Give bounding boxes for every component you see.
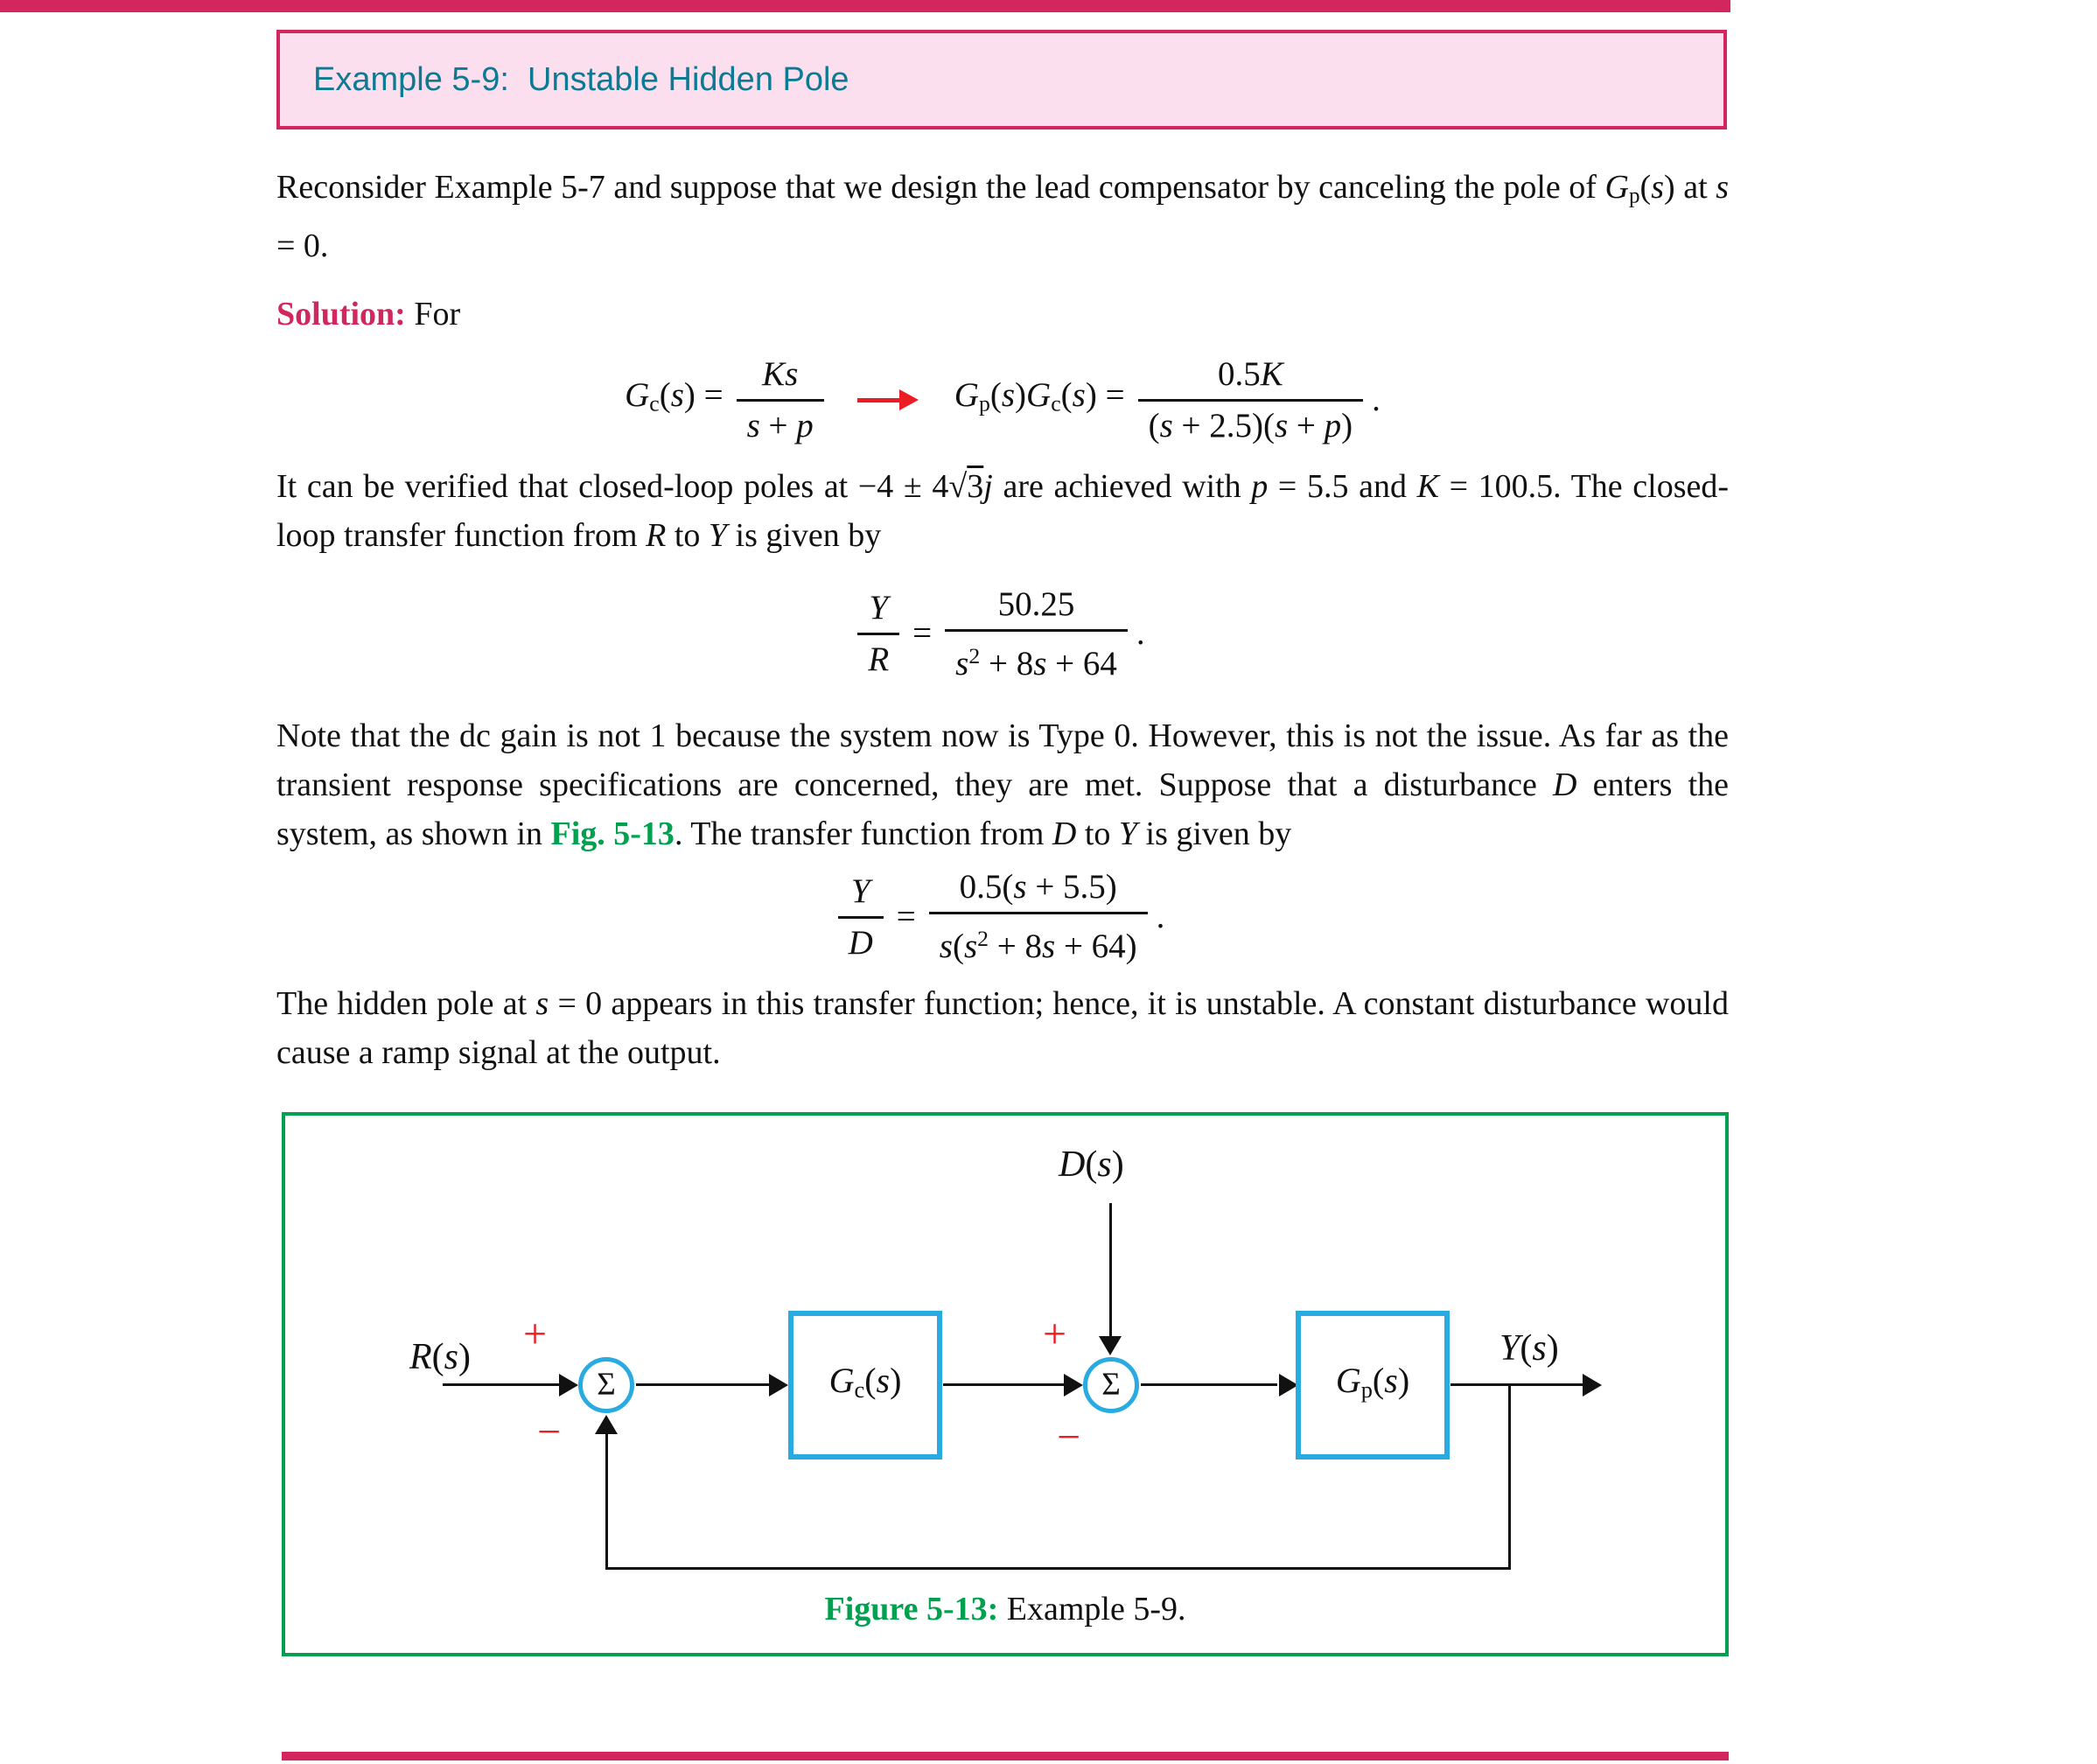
signal-line-junction2-to-gp xyxy=(1141,1383,1277,1387)
block-diagram: R(s) D(s) Y(s) + − + − xyxy=(285,1116,1725,1653)
paragraph-solution: Solution: For xyxy=(276,295,461,332)
implies-arrow-icon xyxy=(856,386,920,414)
arrowhead-icon xyxy=(1279,1374,1298,1397)
equation-compensator: Gc(s) = Ks s + p Gp(s)Gc(s) = 0.5K (s + … xyxy=(276,353,1729,448)
arrow-shaft xyxy=(856,398,903,403)
paragraph-intro: Reconsider Example 5-7 and suppose that … xyxy=(276,169,1730,264)
summing-junction-1: Σ xyxy=(578,1357,634,1414)
equation-disturbance: Y D = 0.5(s + 5.5) s(s2 + 8s + 64) . xyxy=(276,865,1729,969)
fraction-numerator: Y xyxy=(850,872,870,910)
compensator-block-label: Gc(s) xyxy=(828,1361,902,1404)
eq3-equals: = xyxy=(896,898,916,936)
minus-sign-junction1: − xyxy=(537,1409,562,1456)
content-column: Reconsider Example 5-7 and suppose that … xyxy=(276,163,1730,1657)
fraction-denominator: (s + 2.5)(s + p) xyxy=(1137,398,1364,448)
feedback-line-down xyxy=(1508,1385,1511,1571)
summing-junction-2: Σ xyxy=(1083,1357,1139,1414)
fraction-numerator: 50.25 xyxy=(997,584,1075,623)
eq2-period: . xyxy=(1136,614,1145,653)
plus-sign-junction1: + xyxy=(523,1311,548,1358)
eq2-equals: = xyxy=(912,614,933,653)
sigma-symbol: Σ xyxy=(1101,1367,1121,1404)
disturbance-label: D(s) xyxy=(1059,1144,1124,1186)
arrowhead-icon xyxy=(1583,1374,1602,1397)
fraction-numerator: 0.5(s + 5.5) xyxy=(959,868,1117,906)
fraction-denominator: D xyxy=(837,915,884,965)
eq2-lhs-fraction: Y R xyxy=(857,586,900,682)
fraction-numerator: Ks xyxy=(762,354,799,393)
example-header-box: Example 5-9: Unstable Hidden Pole xyxy=(276,30,1727,130)
paragraph-dc-gain: Note that the dc gain is not 1 because t… xyxy=(276,718,1730,853)
sigma-symbol: Σ xyxy=(597,1367,616,1404)
eq3-lhs-fraction: Y D xyxy=(837,870,884,965)
eq1-mid: Gp(s)Gc(s) = xyxy=(954,376,1125,416)
paragraph-hidden-pole: The hidden pole at s = 0 appears in this… xyxy=(276,985,1729,1072)
arrowhead-icon xyxy=(769,1374,788,1397)
signal-line-junction1-to-gc xyxy=(636,1383,771,1387)
signal-line-input xyxy=(443,1383,562,1387)
arrowhead-icon xyxy=(1064,1374,1083,1397)
plant-block-label: Gp(s) xyxy=(1335,1361,1410,1404)
minus-sign-junction2: − xyxy=(1057,1414,1081,1461)
plant-block: Gp(s) xyxy=(1296,1311,1450,1460)
signal-line-output xyxy=(1450,1383,1583,1387)
figure-5-13: R(s) D(s) Y(s) + − + − xyxy=(282,1112,1729,1657)
equation-closed-loop: Y R = 50.25 s2 + 8s + 64 . xyxy=(276,583,1729,686)
arrow-head xyxy=(898,389,919,411)
fraction-denominator: s(s2 + 8s + 64) xyxy=(928,912,1148,969)
eq1-fraction-2: 0.5K (s + 2.5)(s + p) xyxy=(1137,353,1364,448)
output-label: Y(s) xyxy=(1499,1328,1559,1369)
arrowhead-icon xyxy=(595,1415,618,1435)
figure-caption: Figure 5-13: Example 5-9. xyxy=(824,1591,1186,1628)
input-label: R(s) xyxy=(409,1337,472,1378)
compensator-block: Gc(s) xyxy=(788,1311,942,1460)
paragraph-verified: It can be verified that closed-loop pole… xyxy=(276,467,1730,554)
feedback-line-bottom xyxy=(606,1567,1511,1571)
fraction-denominator: R xyxy=(857,632,900,682)
top-accent-bar xyxy=(0,0,1730,12)
eq3-period: . xyxy=(1156,898,1165,936)
eq1-period: . xyxy=(1372,381,1381,419)
arrowhead-icon xyxy=(559,1374,578,1397)
fraction-numerator: 0.5K xyxy=(1217,354,1283,393)
bottom-accent-rule xyxy=(282,1752,1729,1760)
eq3-rhs-fraction: 0.5(s + 5.5) s(s2 + 8s + 64) xyxy=(928,865,1148,969)
feedback-line-up xyxy=(605,1434,608,1571)
fraction-denominator: s2 + 8s + 64 xyxy=(945,628,1128,686)
eq2-rhs-fraction: 50.25 s2 + 8s + 64 xyxy=(945,583,1128,686)
example-title: Example 5-9: Unstable Hidden Pole xyxy=(313,60,849,98)
arrowhead-icon xyxy=(1099,1336,1122,1356)
fraction-numerator: Y xyxy=(869,588,889,626)
fraction-denominator: s + p xyxy=(736,398,824,448)
eq1-lhs: Gc(s) = xyxy=(625,376,723,416)
plus-sign-junction2: + xyxy=(1043,1311,1067,1358)
signal-line-gc-to-junction2 xyxy=(943,1383,1066,1387)
disturbance-line xyxy=(1109,1203,1112,1337)
eq1-fraction-1: Ks s + p xyxy=(736,353,824,448)
